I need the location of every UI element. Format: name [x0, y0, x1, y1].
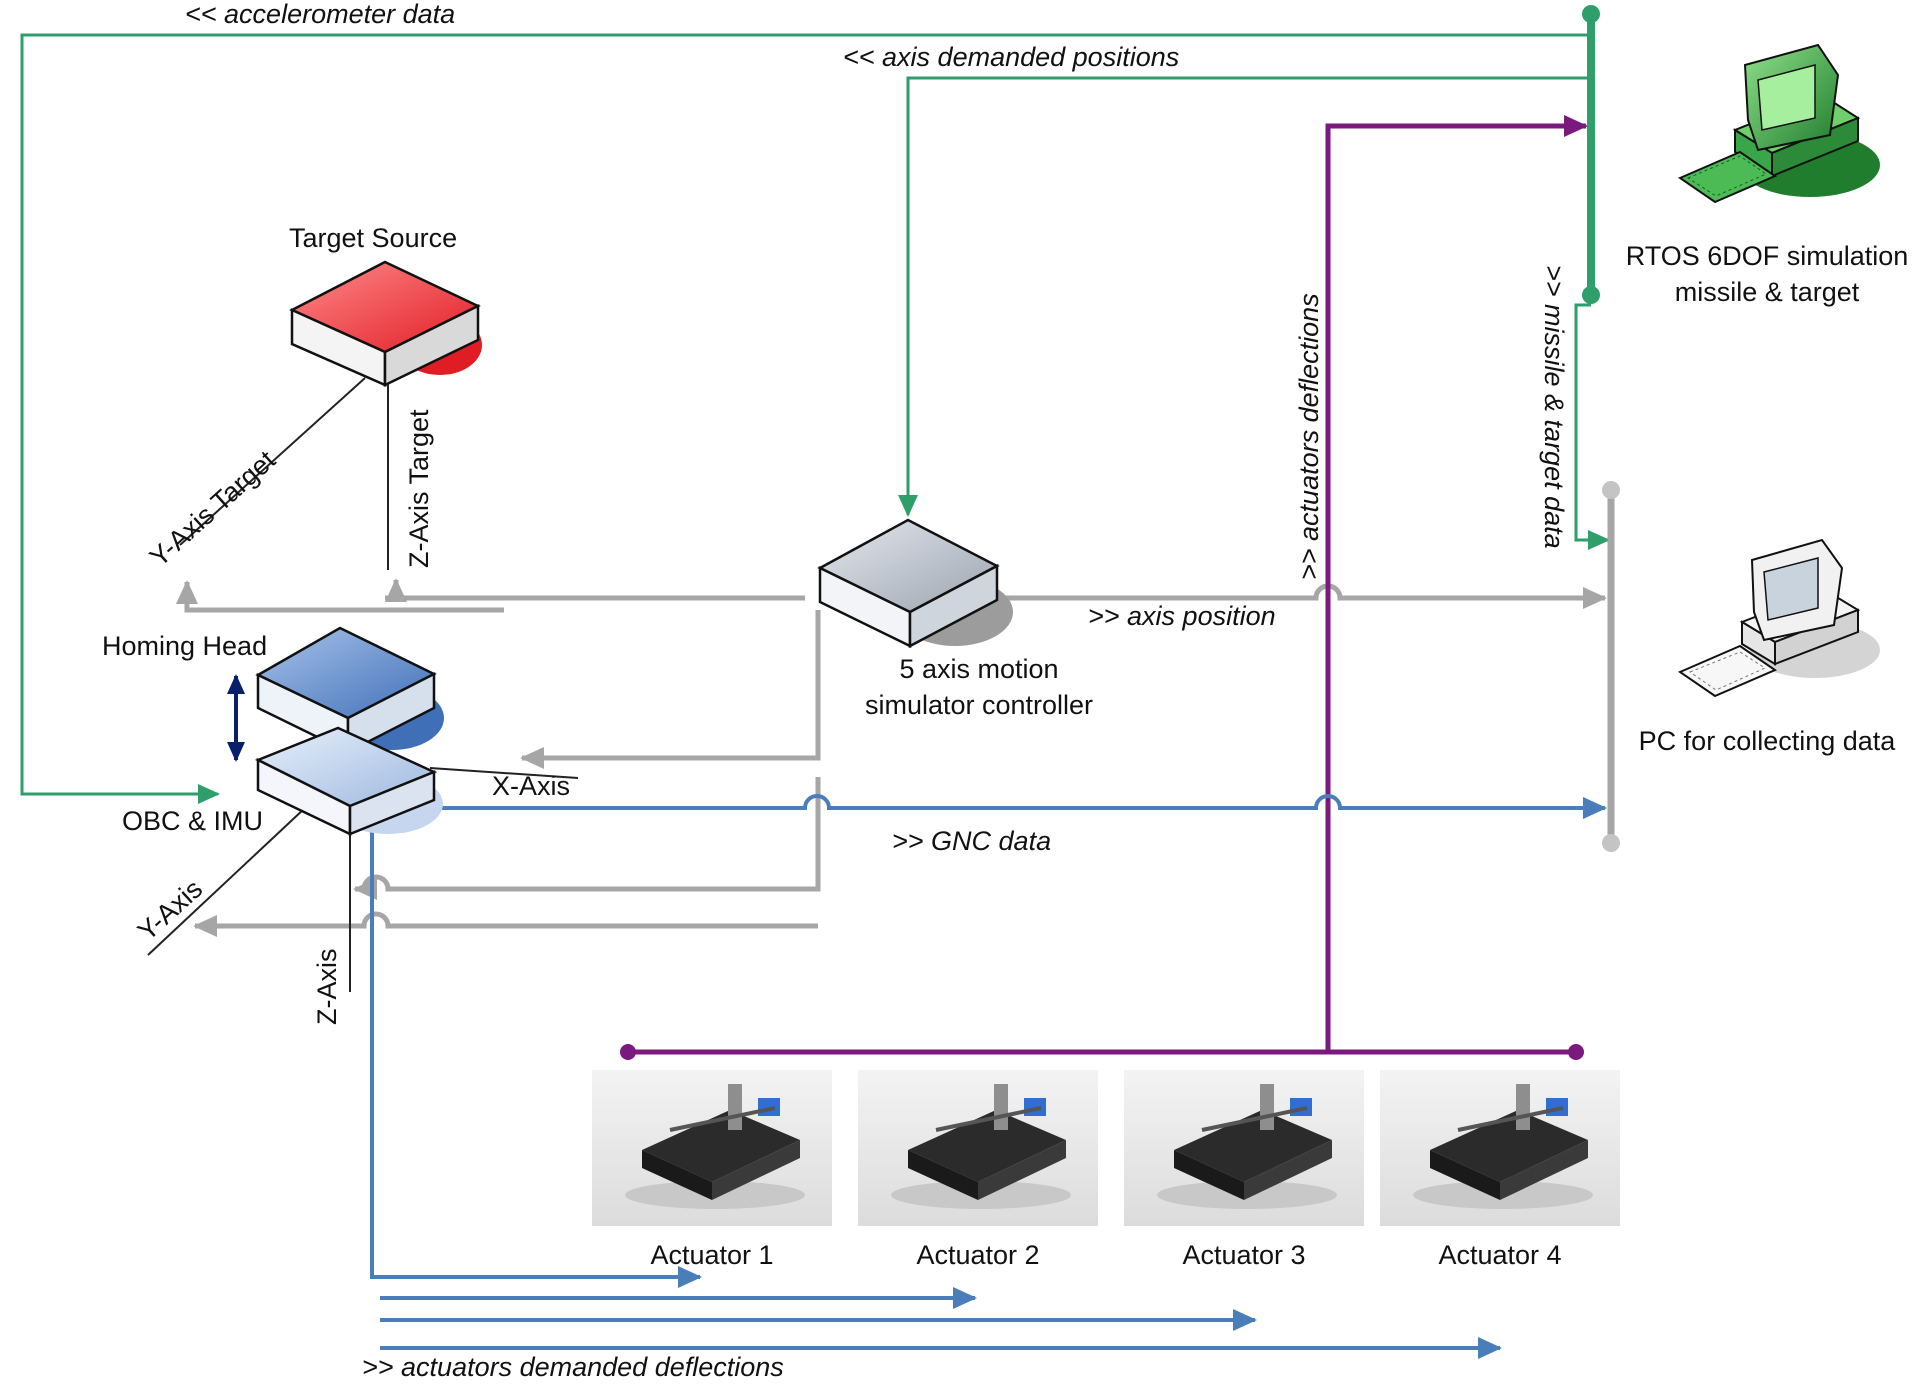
label-axis-demanded-positions: << axis demanded positions: [843, 42, 1179, 72]
label-axis-position: >> axis position: [1088, 601, 1276, 631]
actuator-images: [592, 1070, 1620, 1226]
label-pc-collect: PC for collecting data: [1639, 726, 1897, 756]
label-missile-target-data: >> missile & target data: [1539, 265, 1569, 549]
label-rtos-line1: RTOS 6DOF simulation: [1626, 241, 1909, 271]
label-actuator-1: Actuator 1: [650, 1240, 773, 1270]
label-motion-controller-line2: simulator controller: [865, 690, 1093, 720]
label-actuators-demanded-deflections: >> actuators demanded deflections: [362, 1352, 784, 1382]
label-accelerometer-data: << accelerometer data: [185, 0, 455, 29]
label-actuator-4: Actuator 4: [1438, 1240, 1561, 1270]
actuator-1-image: [592, 1070, 832, 1226]
rtos-computer-icon: [1677, 43, 1880, 204]
data-pc-icon: [1677, 538, 1880, 698]
target-source-box: [289, 260, 482, 387]
motion-controller-box: [817, 518, 1013, 649]
actuator-labels: Actuator 1 Actuator 2 Actuator 3 Actuato…: [650, 1240, 1561, 1270]
label-actuator-2: Actuator 2: [916, 1240, 1039, 1270]
label-motion-controller-line1: 5 axis motion: [899, 654, 1058, 684]
label-actuators-deflections: >> actuators deflections: [1294, 293, 1324, 580]
label-obc-imu: OBC & IMU: [122, 806, 263, 836]
label-target-source: Target Source: [289, 223, 457, 253]
purple-links: [620, 115, 1588, 1060]
actuator-4-image: [1380, 1070, 1620, 1226]
signal-labels: << accelerometer data << axis demanded p…: [185, 0, 1569, 1382]
label-x-axis: X-Axis: [492, 771, 570, 801]
label-y-axis-target: Y-Axis Target: [144, 444, 282, 572]
actuator-2-image: [858, 1070, 1098, 1226]
label-actuator-3: Actuator 3: [1182, 1240, 1305, 1270]
actuator-3-image: [1124, 1070, 1364, 1226]
homing-head-box: [255, 626, 444, 755]
label-gnc-data: >> GNC data: [892, 826, 1051, 856]
obc-imu-box: [254, 726, 443, 836]
label-homing-head: Homing Head: [102, 631, 267, 661]
label-z-axis-target: Z-Axis Target: [404, 409, 434, 568]
green-links: [20, 5, 1610, 804]
axis-lines: [147, 377, 579, 992]
node-labels: Target Source Homing Head OBC & IMU 5 ax…: [102, 223, 1908, 836]
label-z-axis: Z-Axis: [312, 949, 342, 1026]
blue-links: [370, 794, 1607, 1359]
gray-links: [176, 481, 1620, 937]
label-rtos-line2: missile & target: [1675, 277, 1860, 307]
